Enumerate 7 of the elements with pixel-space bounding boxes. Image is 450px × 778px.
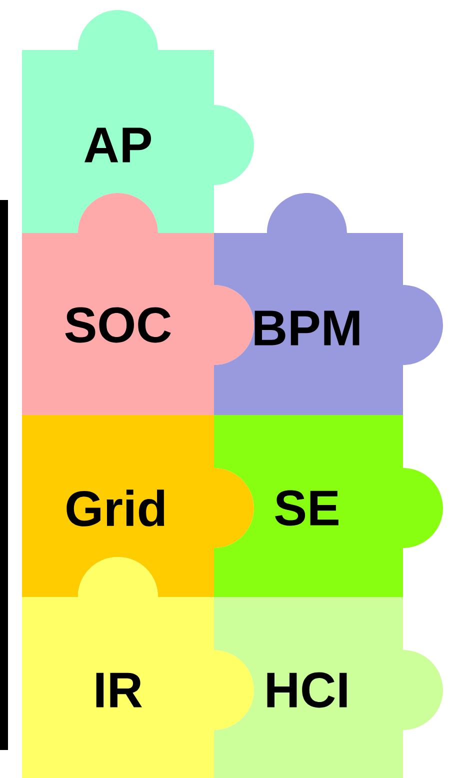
puzzle-piece: HCI [214,597,443,778]
puzzle-piece: SOC [22,193,254,415]
puzzle-piece: BPM [214,193,443,415]
puzzle-piece: IR [22,557,254,778]
puzzle-piece: Grid [22,415,254,597]
puzzle-piece: SE [214,415,443,597]
puzzle-piece: AP [22,10,254,233]
